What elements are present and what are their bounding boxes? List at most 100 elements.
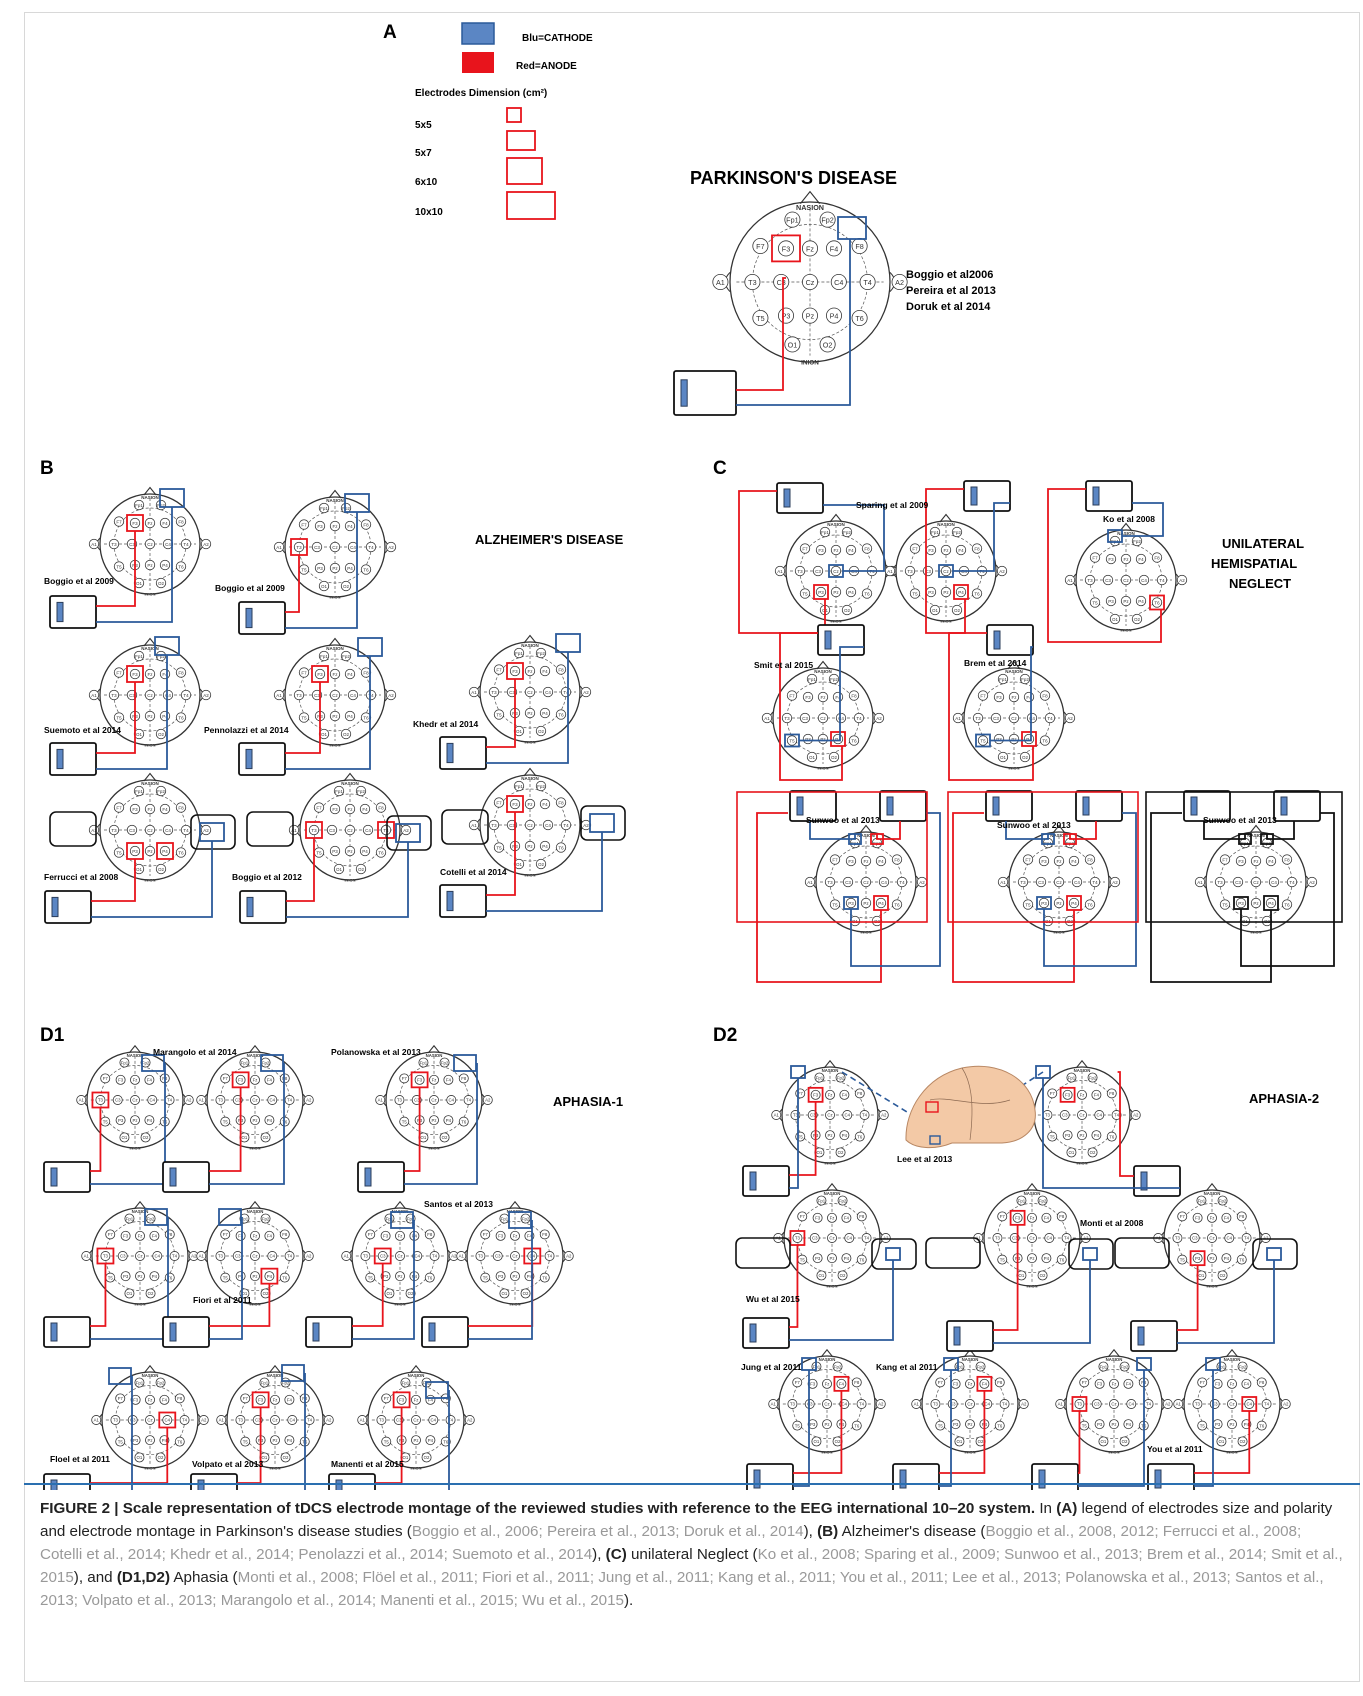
- electrode-a2: [385, 689, 397, 701]
- svg-text:Fz: Fz: [138, 1234, 143, 1239]
- electrode-f4: [1265, 855, 1277, 867]
- svg-text:Cz: Cz: [827, 1113, 832, 1118]
- svg-text:Pz: Pz: [1029, 1256, 1034, 1261]
- svg-text:F3: F3: [317, 524, 323, 529]
- svg-text:Pz: Pz: [147, 714, 153, 719]
- electrode-fp1: [133, 650, 145, 662]
- electrode-o2: [1131, 613, 1143, 625]
- svg-text:T6: T6: [1284, 902, 1290, 907]
- electrode-c4: [542, 686, 554, 698]
- svg-text:C4: C4: [845, 1113, 851, 1118]
- electrode-f3: [314, 668, 326, 680]
- electrode-f4: [359, 803, 371, 815]
- svg-text:Pz: Pz: [137, 1274, 142, 1279]
- svg-text:F8: F8: [864, 546, 870, 551]
- svg-text:F8: F8: [1154, 555, 1160, 560]
- electrode-fp1: [239, 1057, 250, 1068]
- electrode-cz: [524, 819, 536, 831]
- svg-text:Cz: Cz: [347, 828, 353, 833]
- electrode-f7: [113, 802, 125, 813]
- caption-panel-b: (B): [817, 1523, 839, 1540]
- electrode-fz: [329, 520, 341, 532]
- svg-text:P4: P4: [842, 1133, 848, 1138]
- svg-text:T4: T4: [183, 828, 189, 833]
- svg-text:T4: T4: [1092, 880, 1098, 885]
- electrode-cz: [830, 565, 842, 577]
- electrode-pz: [329, 562, 341, 574]
- stimulator-b8: [439, 884, 487, 918]
- svg-text:F7: F7: [802, 546, 808, 551]
- svg-text:T3: T3: [478, 1254, 484, 1259]
- svg-text:Cz: Cz: [147, 828, 153, 833]
- svg-text:T6: T6: [974, 591, 980, 596]
- svg-text:A1: A1: [1176, 1402, 1182, 1407]
- svg-text:T6: T6: [1154, 600, 1160, 605]
- electrode-cz: [860, 876, 872, 888]
- electrode-t3: [488, 686, 500, 698]
- svg-text:Fp2: Fp2: [357, 789, 365, 794]
- svg-text:Pz: Pz: [512, 1274, 517, 1279]
- svg-text:Pz: Pz: [413, 1438, 418, 1443]
- svg-text:A2: A2: [203, 693, 209, 698]
- svg-text:F7: F7: [1000, 1214, 1006, 1219]
- electrode-c4: [162, 689, 174, 701]
- svg-text:Cz: Cz: [527, 823, 533, 828]
- svg-text:P4: P4: [362, 849, 368, 854]
- electrode-t4: [1044, 712, 1056, 724]
- svg-text:O2: O2: [263, 1291, 269, 1296]
- nasion-label: NASION: [1024, 1191, 1041, 1196]
- stimulator-parkinson: [673, 370, 737, 416]
- svg-text:T3: T3: [111, 542, 117, 547]
- electrode-t3: [488, 819, 500, 831]
- electrode-cz: [1008, 712, 1020, 724]
- svg-text:C3: C3: [380, 1254, 386, 1259]
- svg-text:F7: F7: [243, 1396, 249, 1401]
- electrode-p4: [955, 586, 967, 598]
- electrode-c3: [842, 876, 854, 888]
- electrode-a1: [761, 712, 773, 724]
- nasion-label: NASION: [827, 522, 845, 527]
- electrode-cz: [250, 1095, 260, 1105]
- electrode-cz: [429, 1095, 439, 1105]
- svg-text:C4: C4: [881, 880, 887, 885]
- svg-text:F7: F7: [1200, 1380, 1206, 1385]
- svg-text:O1: O1: [788, 340, 798, 349]
- svg-text:A2: A2: [566, 1254, 572, 1259]
- svg-text:F3: F3: [383, 1234, 389, 1239]
- svg-text:F7: F7: [384, 1396, 390, 1401]
- label-c-6: Sunwoo et al 2013: [997, 820, 1071, 830]
- electrode-f7: [399, 1073, 410, 1084]
- electrode-t4: [365, 689, 377, 701]
- svg-text:Pz: Pz: [1209, 1256, 1214, 1261]
- svg-text:P4: P4: [147, 1118, 153, 1123]
- caption-refs-a[interactable]: Boggio et al., 2006; Pereira et al., 201…: [411, 1523, 804, 1540]
- svg-text:O2: O2: [538, 729, 545, 734]
- svg-text:C4: C4: [838, 716, 844, 721]
- svg-text:Cz: Cz: [147, 693, 153, 698]
- svg-text:C3: C3: [807, 1402, 813, 1407]
- electrode-t5: [909, 588, 921, 599]
- svg-text:Fz: Fz: [968, 1382, 973, 1387]
- svg-text:A1: A1: [276, 693, 282, 698]
- svg-text:P3: P3: [123, 1274, 129, 1279]
- svg-text:P3: P3: [815, 1256, 821, 1261]
- electrode-pz: [329, 710, 341, 722]
- svg-text:P3: P3: [810, 1422, 816, 1427]
- svg-text:F8: F8: [855, 242, 863, 251]
- electrode-cz: [329, 541, 341, 553]
- nasion-label: NASION: [341, 781, 359, 786]
- electrode-p4: [539, 707, 551, 719]
- nasion-label: NASION: [1074, 1068, 1091, 1073]
- svg-text:F4: F4: [162, 1398, 168, 1403]
- svg-text:Pz: Pz: [332, 714, 338, 719]
- electrode-t3: [215, 1095, 226, 1105]
- inion-label: INION: [269, 1465, 280, 1470]
- nasion-label: NASION: [937, 522, 955, 527]
- electrode-f4: [1135, 553, 1147, 565]
- electrode-c4: [1268, 876, 1280, 888]
- electrode-p4: [264, 1115, 275, 1126]
- svg-text:Cz: Cz: [1209, 1236, 1214, 1241]
- svg-text:T6: T6: [542, 1275, 548, 1280]
- caption-text: Alzheimer's disease (: [838, 1523, 986, 1540]
